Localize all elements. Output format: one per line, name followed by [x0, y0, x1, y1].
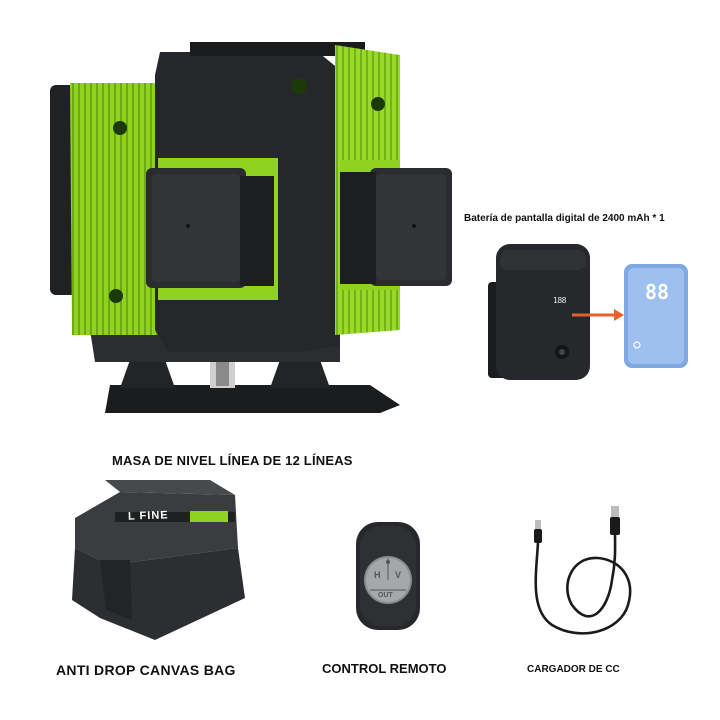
remote-v-button-label: V — [395, 570, 402, 580]
main-product-caption: MASA DE NIVEL LÍNEA DE 12 LÍNEAS — [112, 453, 353, 468]
charger-caption: CARGADOR DE CC — [527, 664, 620, 675]
remote-h-button-label: H — [374, 570, 381, 580]
remote-caption: CONTROL REMOTO — [322, 661, 447, 676]
bag-caption: ANTI DROP CANVAS BAG — [56, 662, 236, 678]
battery-led-readout: 188 — [553, 296, 566, 305]
bag-logo-accent — [190, 511, 228, 522]
screen-digit-readout: 88 — [644, 280, 670, 304]
remote-out-button-label: OUT — [378, 592, 393, 599]
battery-caption: Batería de pantalla digital de 2400 mAh … — [464, 213, 665, 224]
